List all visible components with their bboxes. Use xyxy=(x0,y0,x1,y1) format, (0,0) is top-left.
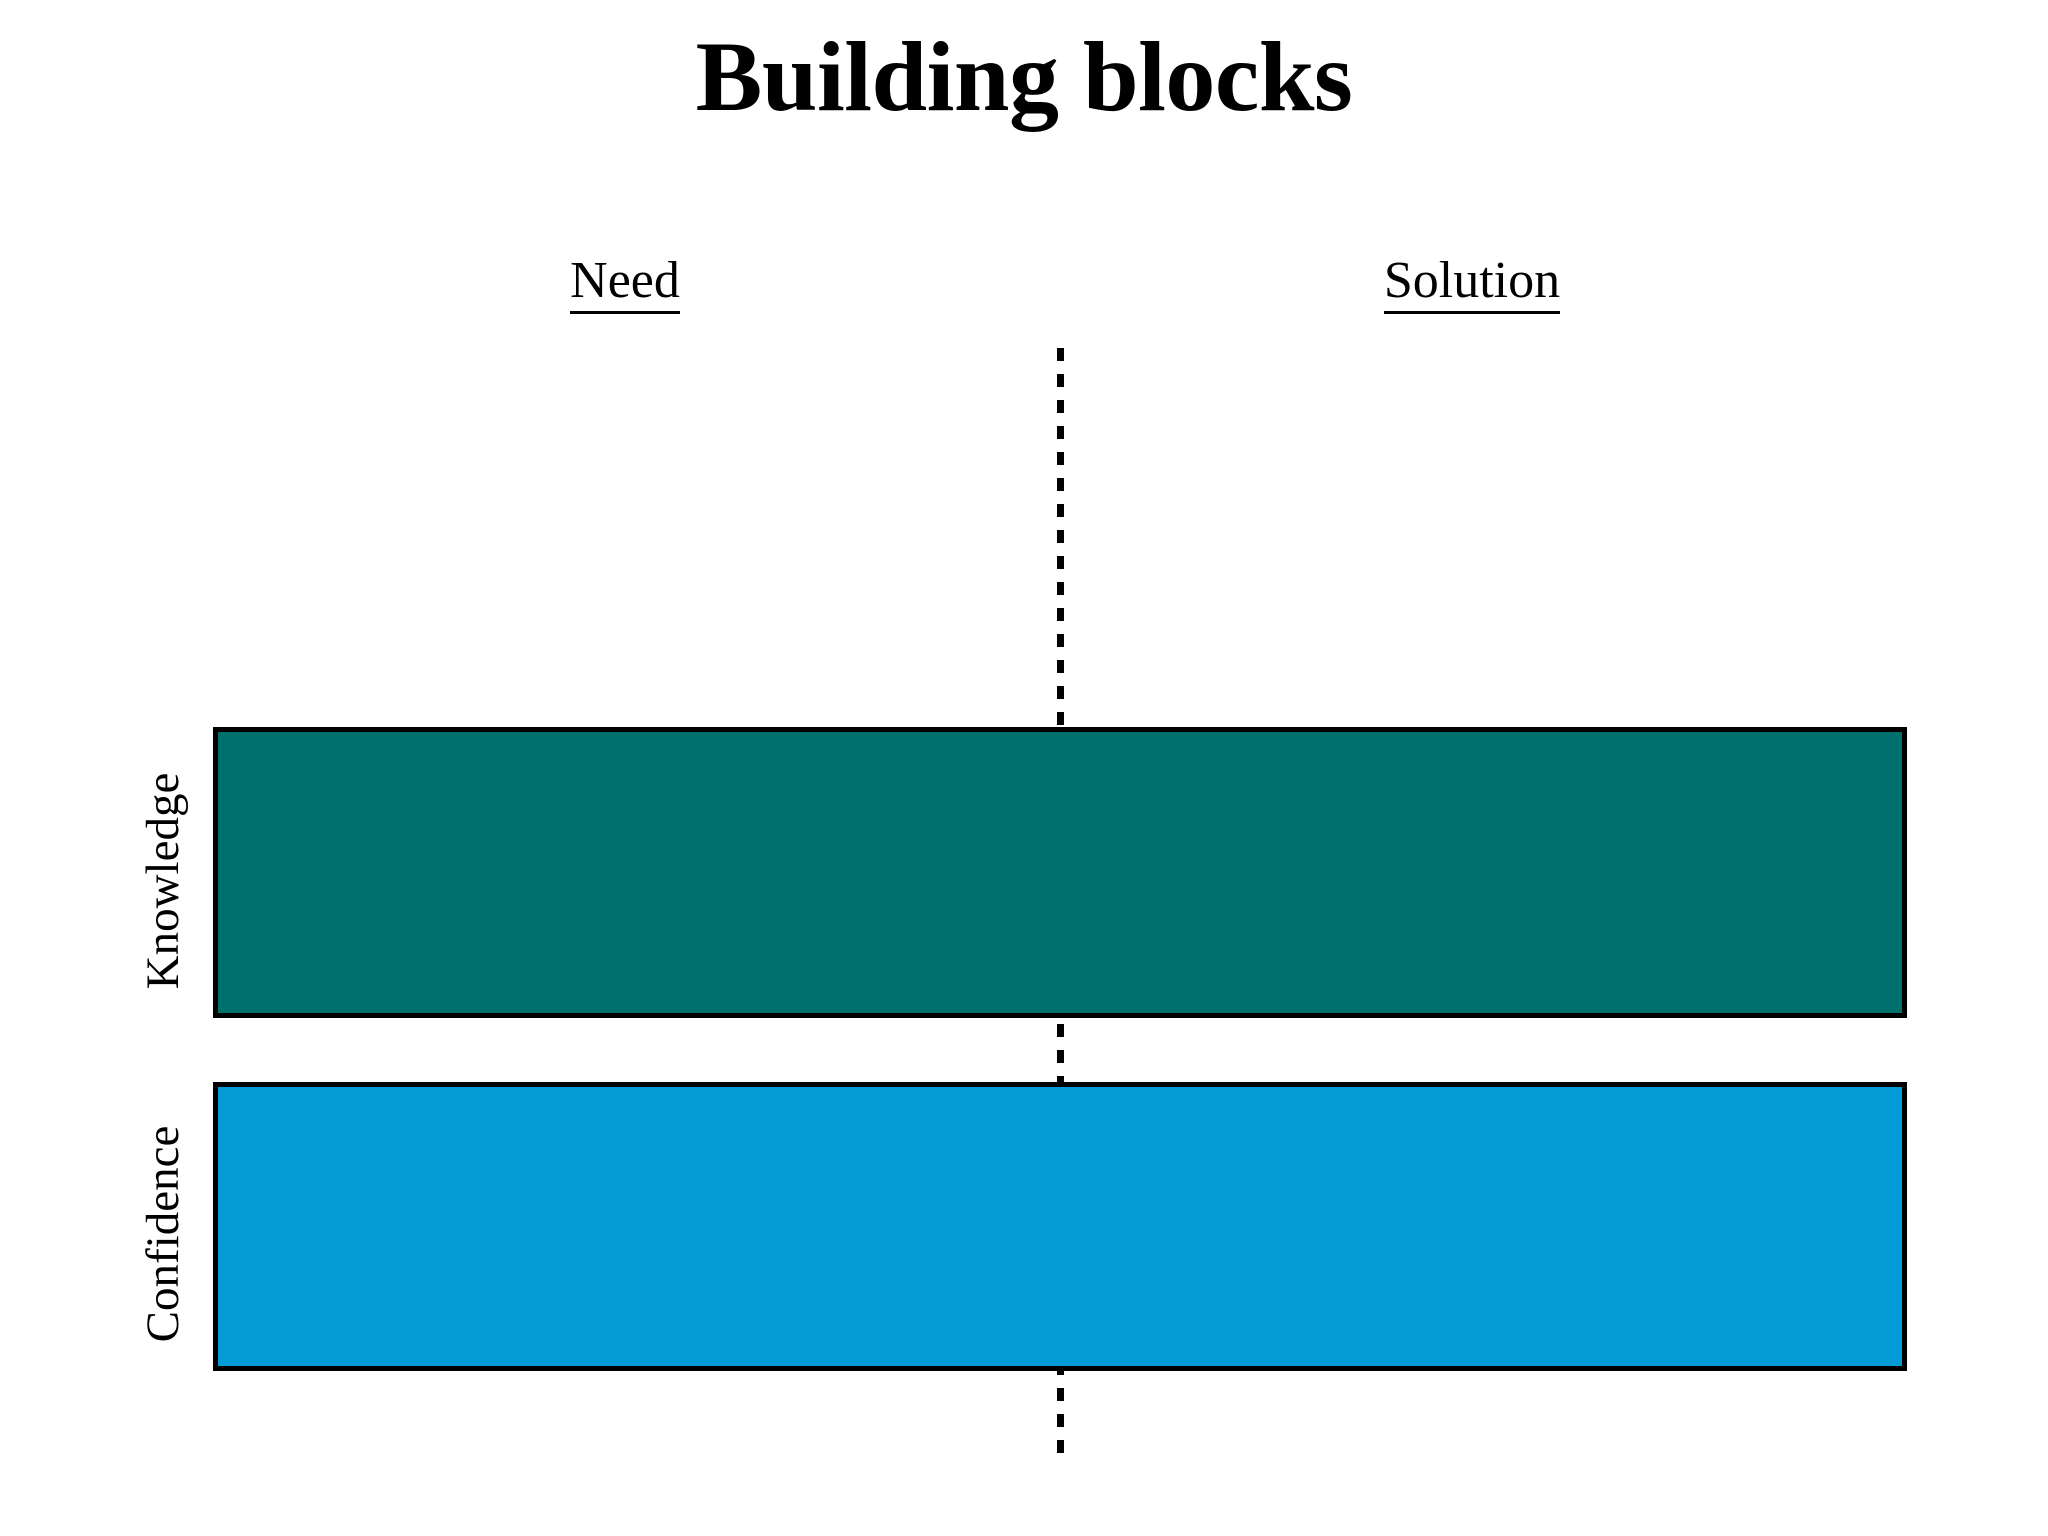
building-block-confidence[interactable] xyxy=(213,1082,1907,1371)
column-header-solution-label: Solution xyxy=(1383,252,1561,315)
column-header-need: Need xyxy=(425,252,825,315)
row-label-confidence: Confidence xyxy=(137,1125,189,1343)
row-label-knowledge: Knowledge xyxy=(137,772,189,990)
building-block-knowledge[interactable] xyxy=(213,727,1907,1018)
page-title: Building blocks xyxy=(695,21,1353,132)
column-header-need-label: Need xyxy=(570,252,680,315)
column-header-solution: Solution xyxy=(1272,252,1672,315)
